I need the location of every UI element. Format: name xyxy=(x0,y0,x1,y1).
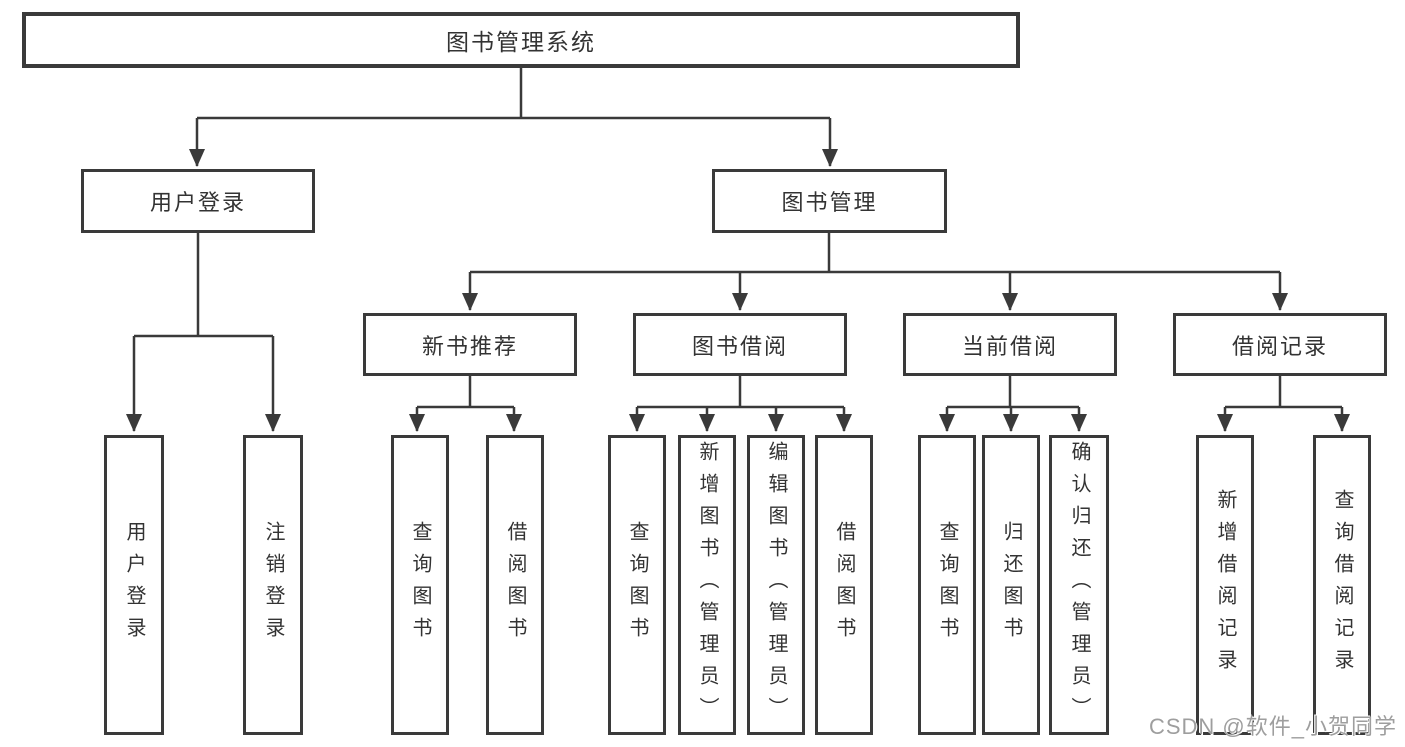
node-nb-query-books: 查询图书 xyxy=(391,435,449,735)
node-nb-borrow-books: 借阅图书 xyxy=(486,435,544,735)
node-nb-query-books-label: 查询图书 xyxy=(409,521,431,649)
node-bb-borrow-books-label: 借阅图书 xyxy=(833,521,855,649)
node-bb-edit-books-admin-label: 编辑图书（管理员） xyxy=(765,441,787,729)
node-cb-confirm-return-admin-label: 确认归还（管理员） xyxy=(1068,441,1090,729)
node-borrow-records-label: 借阅记录 xyxy=(1231,333,1328,359)
node-user-login-action: 用户登录 xyxy=(104,435,164,735)
node-book-borrowing-label: 图书借阅 xyxy=(691,333,788,359)
node-bb-query-books-label: 查询图书 xyxy=(626,521,648,649)
node-borrow-records: 借阅记录 xyxy=(1173,313,1387,376)
node-br-add-record: 新增借阅记录 xyxy=(1196,435,1254,735)
node-book-management-label: 图书管理 xyxy=(781,190,878,215)
node-library-system-label: 图书管理系统 xyxy=(446,29,596,55)
node-bb-add-books-admin: 新增图书（管理员） xyxy=(678,435,736,735)
node-br-query-record-label: 查询借阅记录 xyxy=(1331,489,1353,681)
node-new-book-recommend-label: 新书推荐 xyxy=(421,333,518,359)
node-cb-return-books: 归还图书 xyxy=(982,435,1040,735)
node-bb-edit-books-admin: 编辑图书（管理员） xyxy=(747,435,805,735)
csdn-watermark: CSDN @软件_小贺同学 xyxy=(1148,714,1397,739)
node-bb-query-books: 查询图书 xyxy=(608,435,666,735)
node-current-borrowing-label: 当前借阅 xyxy=(961,333,1058,359)
node-user-login-action-label: 用户登录 xyxy=(123,521,145,649)
node-book-management: 图书管理 xyxy=(712,169,947,233)
node-logout-action: 注销登录 xyxy=(243,435,303,735)
node-new-book-recommend: 新书推荐 xyxy=(363,313,577,376)
node-nb-borrow-books-label: 借阅图书 xyxy=(504,521,526,649)
node-bb-add-books-admin-label: 新增图书（管理员） xyxy=(696,441,718,729)
node-cb-return-books-label: 归还图书 xyxy=(1000,521,1022,649)
node-br-query-record: 查询借阅记录 xyxy=(1313,435,1371,735)
node-library-system: 图书管理系统 xyxy=(22,12,1020,68)
node-current-borrowing: 当前借阅 xyxy=(903,313,1117,376)
node-logout-action-label: 注销登录 xyxy=(262,521,284,649)
node-cb-query-books: 查询图书 xyxy=(918,435,976,735)
node-br-add-record-label: 新增借阅记录 xyxy=(1214,489,1236,681)
node-user-login: 用户登录 xyxy=(81,169,315,233)
node-bb-borrow-books: 借阅图书 xyxy=(815,435,873,735)
node-book-borrowing: 图书借阅 xyxy=(633,313,847,376)
node-user-login-label: 用户登录 xyxy=(149,190,246,215)
node-cb-confirm-return-admin: 确认归还（管理员） xyxy=(1049,435,1109,735)
node-cb-query-books-label: 查询图书 xyxy=(936,521,958,649)
